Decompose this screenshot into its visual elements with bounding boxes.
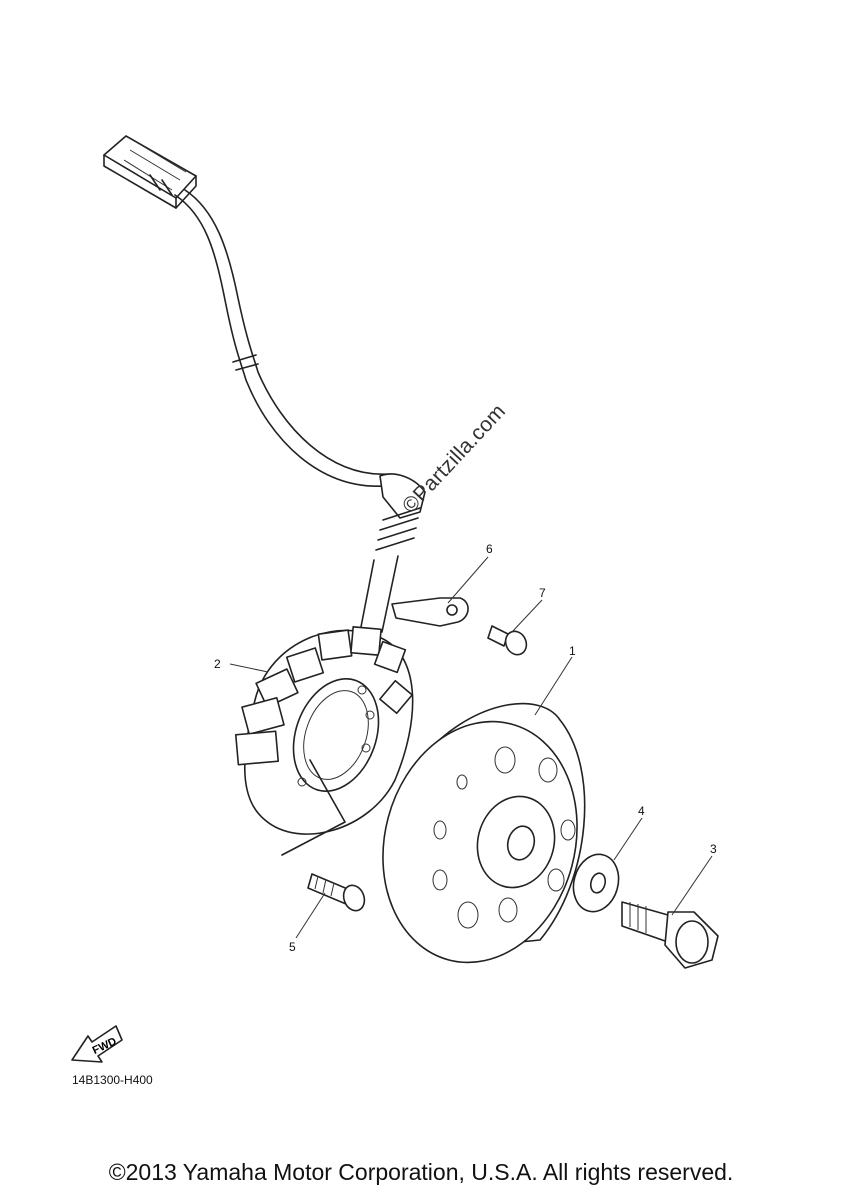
- clamp: [391, 597, 469, 627]
- callout-4: 4: [638, 804, 645, 818]
- wire-harness: [174, 189, 426, 633]
- reference-code: 14B1300-H400: [72, 1073, 153, 1087]
- rotor: [382, 702, 586, 964]
- fwd-label: FWD: [91, 1035, 119, 1056]
- stator: [234, 626, 414, 856]
- callout-6: 6: [486, 542, 493, 556]
- copyright-notice: ©2013 Yamaha Motor Corporation, U.S.A. A…: [108, 1159, 734, 1185]
- screw-7: [487, 625, 528, 656]
- washer: [572, 853, 620, 913]
- fwd-arrow-icon: FWD: [71, 1025, 123, 1063]
- callout-2: 2: [214, 657, 221, 671]
- bolt: [621, 901, 719, 969]
- leader-lines: [229, 556, 713, 939]
- callout-5: 5: [289, 940, 296, 954]
- callout-3: 3: [710, 842, 717, 856]
- wire-connector: [103, 135, 197, 209]
- callout-7: 7: [539, 586, 546, 600]
- screw-5: [307, 873, 366, 912]
- callout-1: 1: [569, 644, 576, 658]
